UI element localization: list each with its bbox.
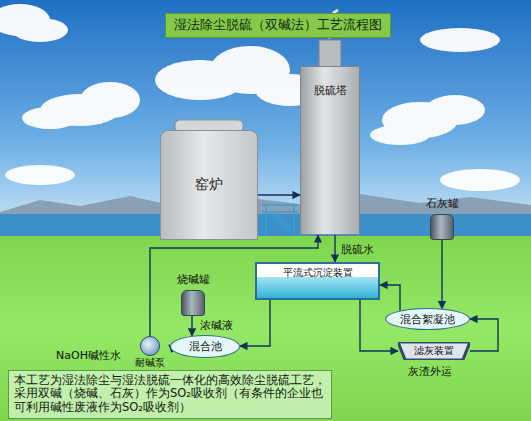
ground — [0, 236, 531, 421]
flow-connector — [258, 194, 300, 195]
flocculation-pool: 混合絮凝池 — [385, 308, 470, 330]
caustic-soda-tank: 烧碱罐 — [173, 272, 214, 316]
flow-connector — [470, 319, 498, 351]
ash-filter: 滤灰装置 — [398, 342, 470, 360]
tower-pipes — [262, 205, 298, 236]
flow-label: 浓碱液 — [200, 318, 233, 333]
flow-label: NaOH碱性水 — [56, 348, 121, 363]
node-label: 烧碱罐 — [177, 272, 210, 287]
stack — [319, 40, 341, 67]
alkali-pump: 耐碱泵 — [131, 336, 169, 370]
title-banner: 湿法除尘脱硫（双碱法）工艺流程图 — [165, 13, 391, 38]
flow-connector — [240, 300, 270, 346]
process-note: 本工艺为湿法除尘与湿法脱硫一体化的高效除尘脱硫工艺，采用双碱（烧碱、石灰）作为S… — [8, 370, 332, 419]
node-label: 耐碱泵 — [135, 356, 165, 370]
flow-connector — [191, 316, 192, 336]
node-label: 混合絮凝池 — [400, 312, 455, 327]
tank-body — [430, 214, 454, 240]
kiln-building: 窑炉 — [160, 130, 258, 240]
settling-tank: 平流式沉淀装置 — [255, 262, 380, 300]
flow-connector — [334, 235, 335, 262]
mixing-pool: 混合池 — [170, 335, 240, 358]
lime-tank: 石灰罐 — [422, 196, 463, 240]
output-label: 灰渣外运 — [408, 364, 452, 379]
flow-connector — [441, 240, 442, 309]
node-label: 滤灰装置 — [414, 344, 454, 358]
node-label: 窑炉 — [195, 176, 223, 194]
pump-symbol — [140, 336, 160, 356]
clouds — [0, 4, 520, 191]
node-label: 混合池 — [189, 339, 222, 354]
node-label: 脱硫塔 — [314, 83, 347, 98]
tank-body — [181, 290, 205, 316]
node-label: 石灰罐 — [426, 196, 459, 211]
sky — [0, 0, 531, 240]
desulfurization-tower: 脱硫塔 — [300, 66, 360, 235]
flow-label: 脱硫水 — [341, 242, 374, 257]
node-label: 平流式沉淀装置 — [283, 266, 353, 280]
flow-connector — [380, 285, 400, 311]
